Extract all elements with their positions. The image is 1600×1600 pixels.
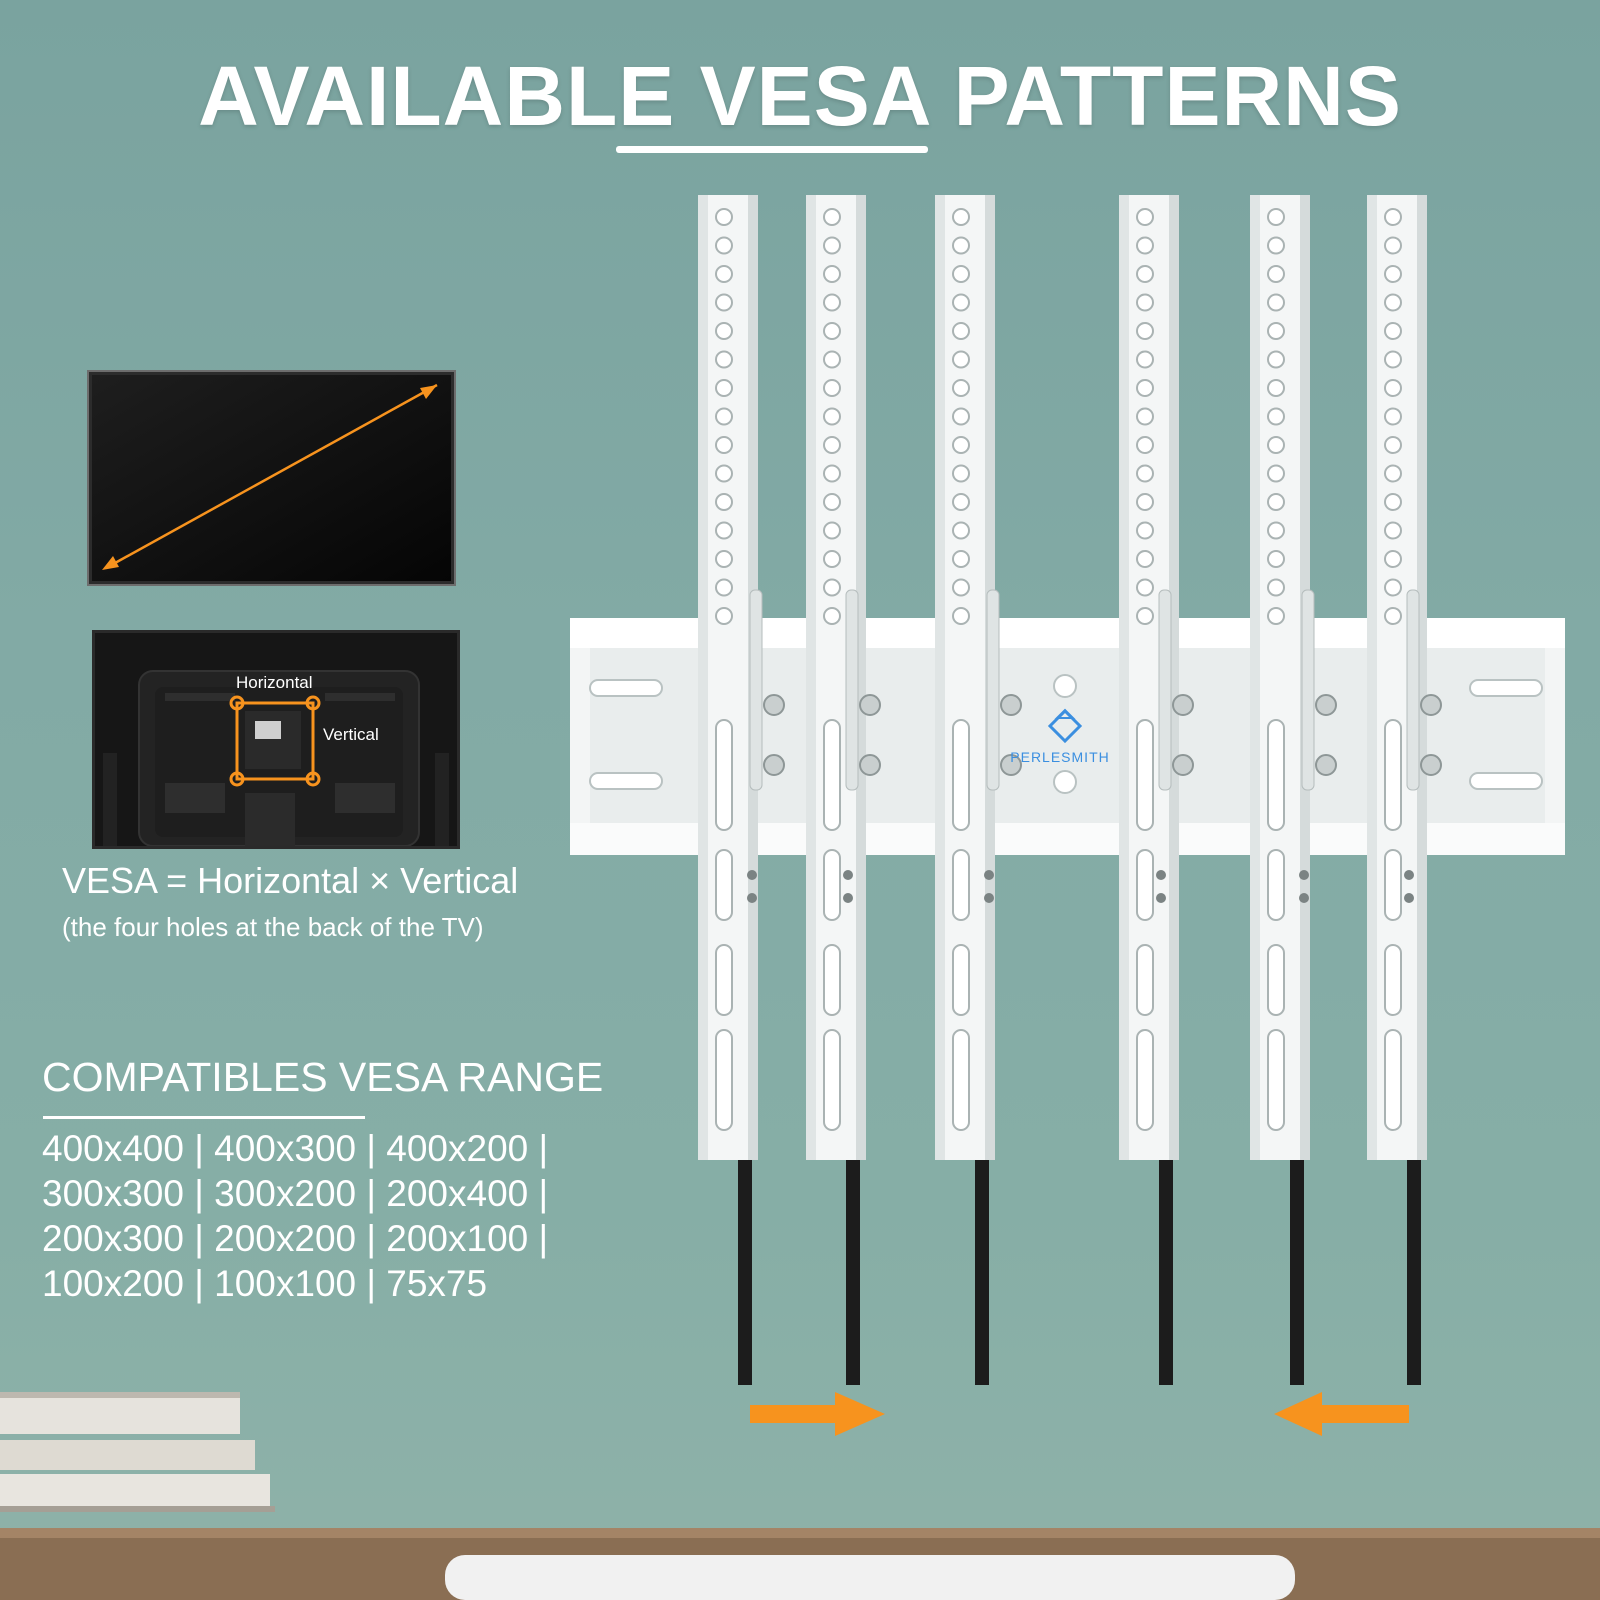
title-emphasis: VESA <box>699 49 930 143</box>
page-title: AVAILABLE VESA PATTERNS <box>0 48 1600 145</box>
range-line-2: 300x300 | 300x200 | 200x400 | <box>42 1173 549 1214</box>
books-stack-icon <box>0 1392 275 1512</box>
mounting-arm <box>1250 195 1337 1385</box>
range-title-underline <box>43 1116 365 1119</box>
mounting-arm <box>698 195 785 1385</box>
mounting-arm <box>1119 195 1194 1385</box>
mounting-arm <box>935 195 1022 1385</box>
range-line-3: 200x300 | 200x200 | 200x100 | <box>42 1218 549 1259</box>
brand-logo-text: PERLESMITH <box>1010 749 1109 765</box>
range-line-1: 400x400 | 400x300 | 400x200 | <box>42 1128 549 1169</box>
diagonal-size-arrow-icon <box>92 375 451 581</box>
tv-back-image: Horizontal Vertical <box>92 630 460 849</box>
arrow-left-icon <box>1274 1392 1409 1436</box>
title-part-2: PATTERNS <box>929 49 1402 143</box>
vertical-label: Vertical <box>323 725 379 744</box>
tv-front-image <box>89 372 454 584</box>
desk-object <box>445 1555 1295 1600</box>
horizontal-label: Horizontal <box>236 673 313 692</box>
range-title: COMPATIBLES VESA RANGE <box>42 1054 604 1100</box>
mounting-arm <box>806 195 881 1385</box>
mounting-arm <box>1367 195 1442 1385</box>
vesa-formula-note: (the four holes at the back of the TV) <box>62 912 484 942</box>
range-line-4: 100x200 | 100x100 | 75x75 <box>42 1263 488 1304</box>
title-underline <box>616 146 928 153</box>
arrow-right-icon <box>750 1392 885 1436</box>
brand-logo-icon <box>1047 708 1083 744</box>
tv-back-panel-icon <box>95 633 457 846</box>
title-part-1: AVAILABLE <box>198 49 700 143</box>
vesa-formula: VESA = Horizontal × Vertical <box>62 860 519 901</box>
